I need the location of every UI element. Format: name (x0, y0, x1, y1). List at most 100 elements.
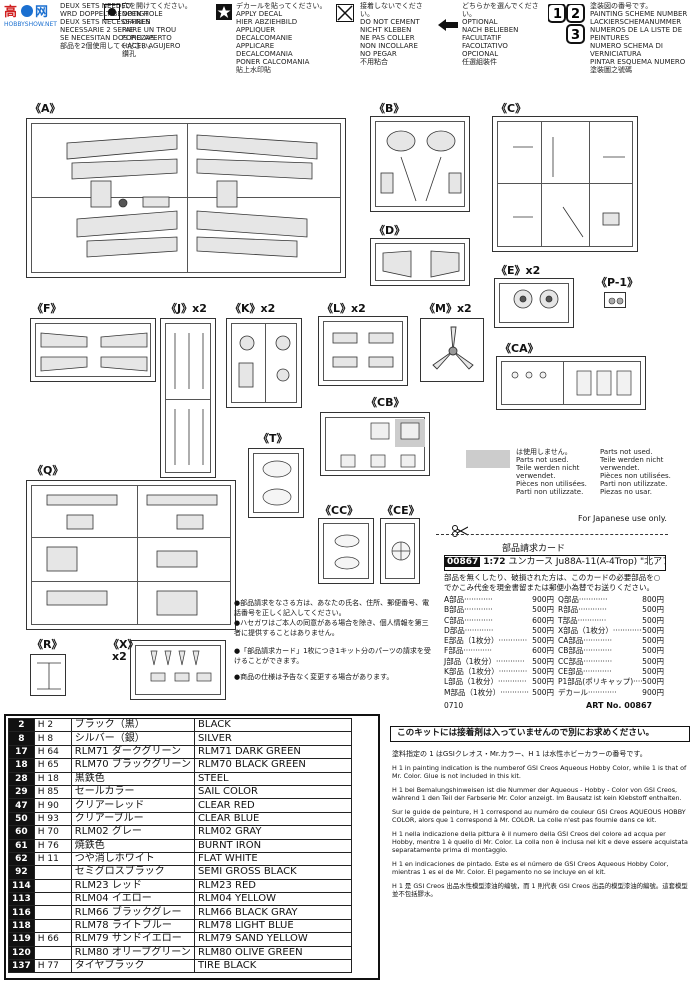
order-row: J部品（1枚分）············500円 (444, 656, 554, 666)
order-card-left-list: A部品············900円 B部品············500円 … (444, 595, 554, 698)
sprue-cb-diagram (320, 412, 430, 476)
order-card-art-number: ART No. 00867 (586, 701, 653, 710)
sprue-a-diagram (26, 118, 346, 278)
sprue-b-diagram (370, 116, 470, 212)
decal-star-icon (216, 4, 232, 20)
glue-notice-title: このキットには接着剤は入っていませんので別にお求めください。 (390, 726, 690, 742)
sprue-cc-label: 《CC》 (320, 504, 359, 517)
sprue-k-diagram (226, 318, 302, 408)
optional-arrow-icon (438, 16, 458, 31)
sprue-r-label: 《R》 (32, 638, 63, 651)
order-row: C部品············600円 (444, 615, 554, 625)
svg-text:HOBBYSHOW.NET: HOBBYSHOW.NET (4, 21, 57, 28)
japanese-only-note: For Japanese use only. (578, 514, 667, 523)
sprue-f-label: 《F》 (32, 302, 62, 315)
order-row: CA部品············500円 (558, 636, 664, 646)
not-used-legend: は使用しません。Parts not used.Teile werden nich… (466, 448, 692, 496)
order-row: B部品············500円 (444, 605, 554, 615)
order-card-heading: 00867 1:72 ユンカース Ju88A-11(A-4Trop) "北アフリ… (444, 555, 666, 571)
order-notes: ●部品請求をなさる方は、あなたの氏名、住所、郵便番号、電話番号を正しく記入してく… (234, 598, 432, 682)
scissors-icon (452, 522, 469, 537)
sprue-t-diagram (248, 448, 304, 518)
sprue-cc-diagram (318, 518, 374, 584)
sprue-a-label: 《A》 (30, 102, 61, 115)
order-row: X部品（1枚分）············500円 (558, 625, 664, 635)
order-row: CC部品············500円 (558, 656, 664, 666)
sprue-k-label: 《K》x2 (230, 302, 276, 315)
order-row: デカール············900円 (558, 687, 664, 697)
paint-note-cn: H 1 是 GSI Creos 出品水性模型漆油的编號，而 1 則代表 GSI … (392, 882, 688, 898)
watermark-logo-icon: 高 网 HOBBYSHOW.NET (4, 4, 57, 28)
order-note: ●商品の仕様は予告なく変更する場合があります。 (234, 673, 394, 681)
no-glue-icon (336, 4, 354, 22)
paint-note-en: H 1 in painting indication is the number… (392, 764, 687, 780)
order-row: CE部品············500円 (558, 667, 664, 677)
sprue-e-diagram (494, 278, 574, 328)
not-used-swatch (466, 450, 510, 468)
svg-text:高: 高 (4, 4, 17, 20)
sprue-ca-label: 《CA》 (500, 342, 539, 355)
sprue-ca-diagram (496, 356, 646, 410)
sprue-ce-label: 《CE》 (382, 504, 420, 517)
sprue-f-diagram (30, 318, 156, 382)
sprue-p1-label: 《P-1》 (596, 276, 639, 289)
sprue-d-label: 《D》 (374, 224, 406, 237)
sprue-c-label: 《C》 (496, 102, 527, 115)
sprue-ce-diagram (380, 518, 420, 584)
svg-text:2: 2 (571, 7, 580, 22)
sprue-q-label: 《Q》 (32, 464, 64, 477)
not-used-text-left: は使用しません。Parts not used.Teile werden nich… (516, 448, 587, 496)
parts-order-card: 部品請求カード 00867 1:72 ユンカース Ju88A-11(A-4Tro… (436, 534, 668, 710)
sprue-l-diagram (318, 316, 408, 386)
sprue-e-label: 《E》x2 (496, 264, 541, 277)
order-row: A部品············900円 (444, 595, 554, 604)
sprue-j-diagram (160, 318, 216, 478)
order-row: K部品（1枚分）············500円 (444, 667, 554, 677)
order-note: ●「部品請求カード」1枚につき1キット分のパーツの請求を受けることができます。 (234, 647, 431, 665)
sprue-m-label: 《M》x2 (424, 302, 472, 315)
paint-note-es: H 1 en indicaciones de pintado. Este es … (392, 860, 669, 876)
sprue-p1-diagram (604, 292, 626, 308)
sprue-l-label: 《L》x2 (322, 302, 366, 315)
order-row: F部品············600円 (444, 646, 554, 656)
order-card-title: 部品請求カード (502, 544, 566, 554)
order-note: ●ハセガワはご本人の同意がある場合を除き、個人情報を第三者に提供することはありま… (234, 619, 429, 637)
svg-text:网: 网 (35, 5, 48, 20)
sprue-j-label: 《J》x2 (166, 302, 207, 315)
order-row: R部品············500円 (558, 605, 664, 615)
paint-note-de: H 1 bei Bemalungshinweisen ist die Numme… (392, 786, 682, 802)
svg-text:3: 3 (571, 28, 580, 43)
sprue-t-label: 《T》 (258, 432, 288, 445)
sprue-x-diagram (130, 640, 226, 700)
order-row: Q部品············800円 (558, 595, 664, 604)
svg-text:1: 1 (553, 7, 562, 22)
paint-note-fr: Sur le guide de peinture, H 1 correspond… (392, 808, 686, 824)
sprue-q-diagram (26, 480, 236, 630)
order-row: E部品（1枚分）············500円 (444, 636, 554, 646)
